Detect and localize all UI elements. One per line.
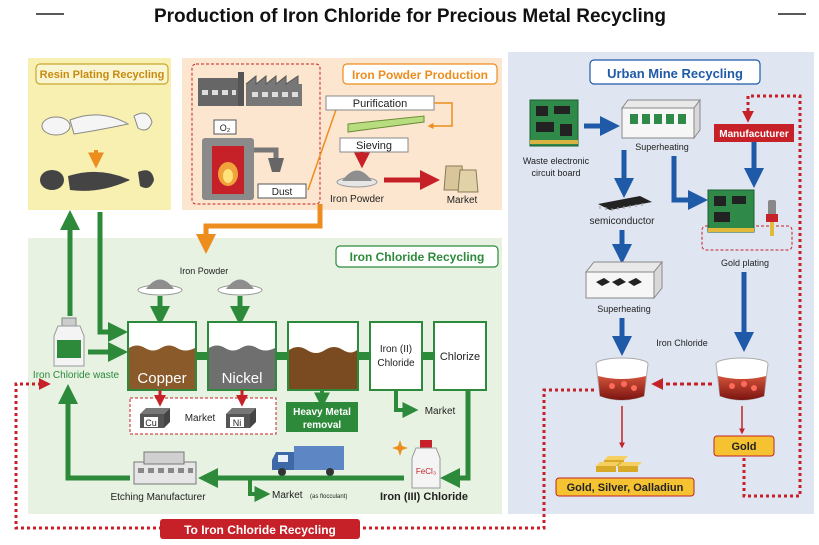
superheating-label-2: Superheating bbox=[597, 304, 651, 314]
heavy-metal-label-1: Heavy Metal bbox=[293, 407, 351, 418]
page-title: Production of Iron Chloride for Precious… bbox=[154, 6, 666, 27]
beaker-left bbox=[595, 357, 649, 401]
resin-header-label: Resin Plating Recycling bbox=[40, 69, 165, 81]
chloride-header-label: Iron Chloride Recycling bbox=[350, 250, 485, 264]
floc-market-label: Market bbox=[272, 490, 303, 501]
copper-label: Copper bbox=[137, 370, 186, 387]
waste-board-label-1: Waste electronic bbox=[523, 156, 590, 166]
nickel-tank bbox=[207, 321, 277, 391]
fecl3-bottle bbox=[411, 440, 441, 489]
iron-powder-pile-right bbox=[217, 279, 263, 296]
dust-box bbox=[257, 183, 307, 199]
o2-label: O₂ bbox=[220, 123, 231, 133]
chlorize-to-fecl3-arrow bbox=[440, 390, 471, 488]
furnace-icon bbox=[202, 138, 284, 200]
beaker-right bbox=[715, 357, 769, 401]
iron-powder-pile-left bbox=[137, 279, 183, 296]
sieving-box bbox=[339, 137, 409, 153]
heavy-metal-label-2: removal bbox=[303, 420, 342, 431]
etching-factory-icon bbox=[133, 451, 197, 485]
iron-chloride-urban-label: Iron Chloride bbox=[656, 338, 708, 348]
iron2-chloride-box bbox=[369, 321, 423, 391]
connector-1 bbox=[196, 352, 208, 360]
superheating-to-gold-plating-arrow bbox=[671, 156, 708, 210]
gold-plated-board-icon bbox=[707, 189, 755, 233]
chloride-header bbox=[335, 245, 499, 268]
superheating-label-1: Superheating bbox=[635, 142, 689, 152]
nickel-ingot-icon bbox=[226, 408, 256, 428]
iron-powder-label: Iron Powder bbox=[330, 194, 385, 205]
urban-header-label: Urban Mine Recycling bbox=[607, 66, 743, 81]
gold-label: Gold bbox=[731, 441, 756, 453]
urban-header bbox=[589, 59, 761, 85]
stripped-resin-parts bbox=[40, 170, 154, 191]
fecl3-label: FeCl₃ bbox=[416, 467, 436, 476]
o2-box bbox=[213, 119, 237, 135]
plated-resin-parts bbox=[41, 112, 153, 136]
resin-to-copper-arrow bbox=[97, 212, 128, 342]
chloride-iron-powder-label: Iron Powder bbox=[180, 266, 229, 276]
to-floc-market-arrow bbox=[248, 478, 271, 502]
heavy-metal-box bbox=[286, 402, 358, 432]
factory-icon bbox=[198, 72, 302, 106]
iron2-label-line1: Iron (II) bbox=[380, 344, 412, 355]
iron2-label-line2: Chloride bbox=[377, 358, 415, 369]
semiconductor-label: semiconductor bbox=[589, 216, 655, 227]
superheating-oven-2 bbox=[584, 260, 664, 300]
floc-note-label: (as flocculant) bbox=[310, 494, 347, 500]
iron2-market-label: Market bbox=[425, 406, 456, 417]
chlorize-box bbox=[433, 321, 487, 391]
gold-return-loop bbox=[742, 94, 802, 498]
copper-tank bbox=[127, 321, 197, 391]
connector-4 bbox=[422, 352, 434, 360]
semiconductor-chip-icon bbox=[598, 196, 652, 211]
gold-plating-label: Gold plating bbox=[721, 258, 769, 268]
powder-header bbox=[342, 63, 498, 85]
chlorize-label: Chlorize bbox=[440, 351, 480, 363]
footer-box bbox=[160, 519, 360, 539]
manufacturer-box bbox=[714, 124, 794, 142]
dust-label: Dust bbox=[272, 187, 293, 198]
connector-2 bbox=[276, 352, 288, 360]
ni-label: Ni bbox=[233, 418, 242, 428]
metals-market-label: Market bbox=[185, 413, 216, 424]
iron-powder-pile-icon bbox=[336, 170, 378, 188]
powder-bags-icon bbox=[443, 165, 479, 193]
superheating-oven-1 bbox=[621, 98, 701, 140]
delivery-truck-icon bbox=[272, 446, 344, 476]
powder-supply-arrow bbox=[196, 204, 323, 254]
iron2-to-market-arrow bbox=[394, 390, 419, 418]
purification-loop-arrow bbox=[427, 102, 453, 129]
gold-ingots-icon bbox=[596, 456, 642, 472]
etching-to-waste-arrow bbox=[58, 384, 130, 481]
etching-label: Etching Manufacturer bbox=[110, 492, 206, 503]
waste-board-label-2: circuit board bbox=[531, 168, 580, 178]
gold-silver-box bbox=[555, 477, 695, 497]
furnace-group bbox=[191, 63, 321, 205]
heavy-metal-tank bbox=[287, 321, 359, 391]
gold-box bbox=[713, 435, 775, 457]
resin-header bbox=[35, 63, 169, 85]
sparkle-icon bbox=[392, 440, 408, 456]
footer-label: To Iron Chloride Recycling bbox=[184, 523, 336, 537]
purification-label: Purification bbox=[353, 98, 407, 110]
circuit-board-icon bbox=[529, 99, 579, 147]
sieve-icon bbox=[347, 115, 425, 133]
gold-silver-label: Gold, Silver, Oalladiun bbox=[567, 482, 684, 494]
sieving-label: Sieving bbox=[356, 140, 392, 152]
iron3-chloride-label: Iron (III) Chloride bbox=[380, 491, 468, 503]
waste-label: Iron Chloride waste bbox=[33, 370, 120, 381]
manufacturer-label: Manufacuturer bbox=[719, 129, 789, 140]
cu-label: Cu bbox=[145, 418, 157, 428]
copper-ingot-icon bbox=[140, 408, 170, 428]
iron-chloride-waste-bottle bbox=[53, 317, 85, 367]
nickel-label: Nickel bbox=[222, 370, 263, 387]
powder-market-label: Market bbox=[447, 195, 478, 206]
connector-plug-icon bbox=[766, 200, 778, 236]
powder-header-label: Iron Powder Production bbox=[352, 68, 488, 82]
connector-3 bbox=[358, 352, 370, 360]
dust-to-purification-line bbox=[307, 101, 340, 191]
